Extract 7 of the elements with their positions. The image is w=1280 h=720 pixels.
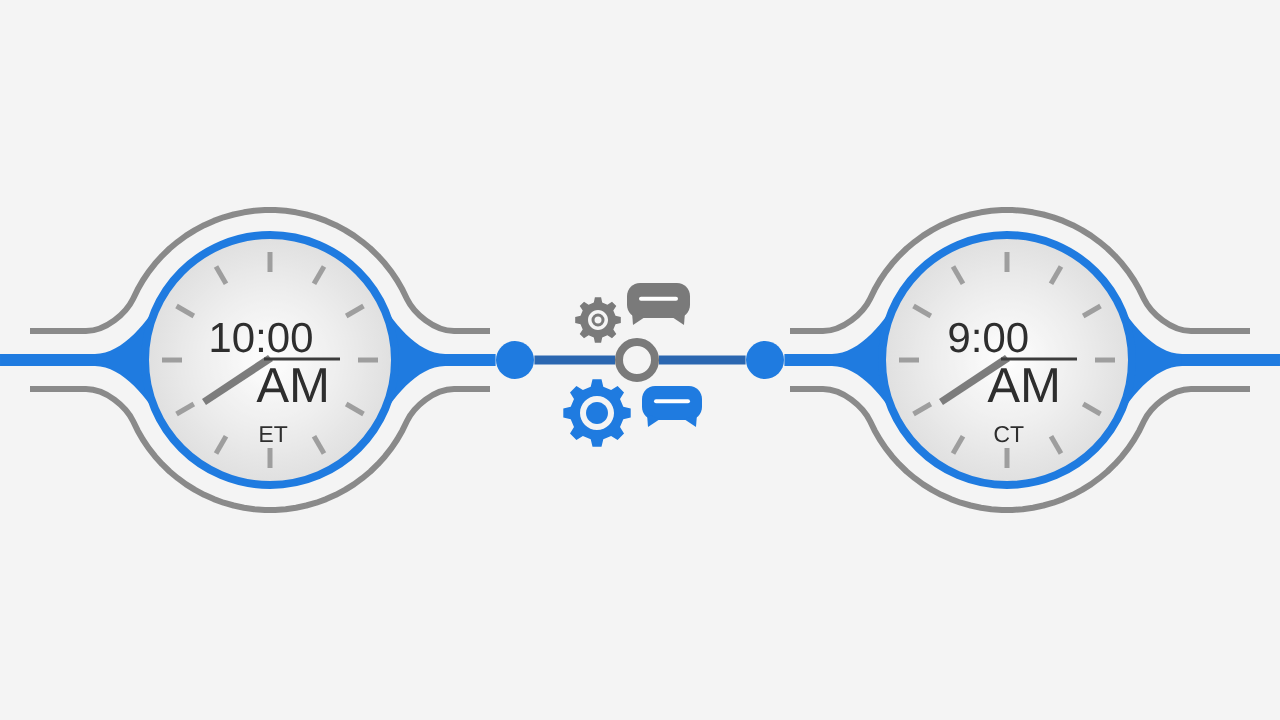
connector-dot [746,341,784,379]
connector-line [534,355,615,365]
connector-line [1181,354,1280,366]
ring-marker [615,338,659,382]
connector-dot [496,341,534,379]
connector-line [0,354,96,366]
connector-line [659,355,746,365]
